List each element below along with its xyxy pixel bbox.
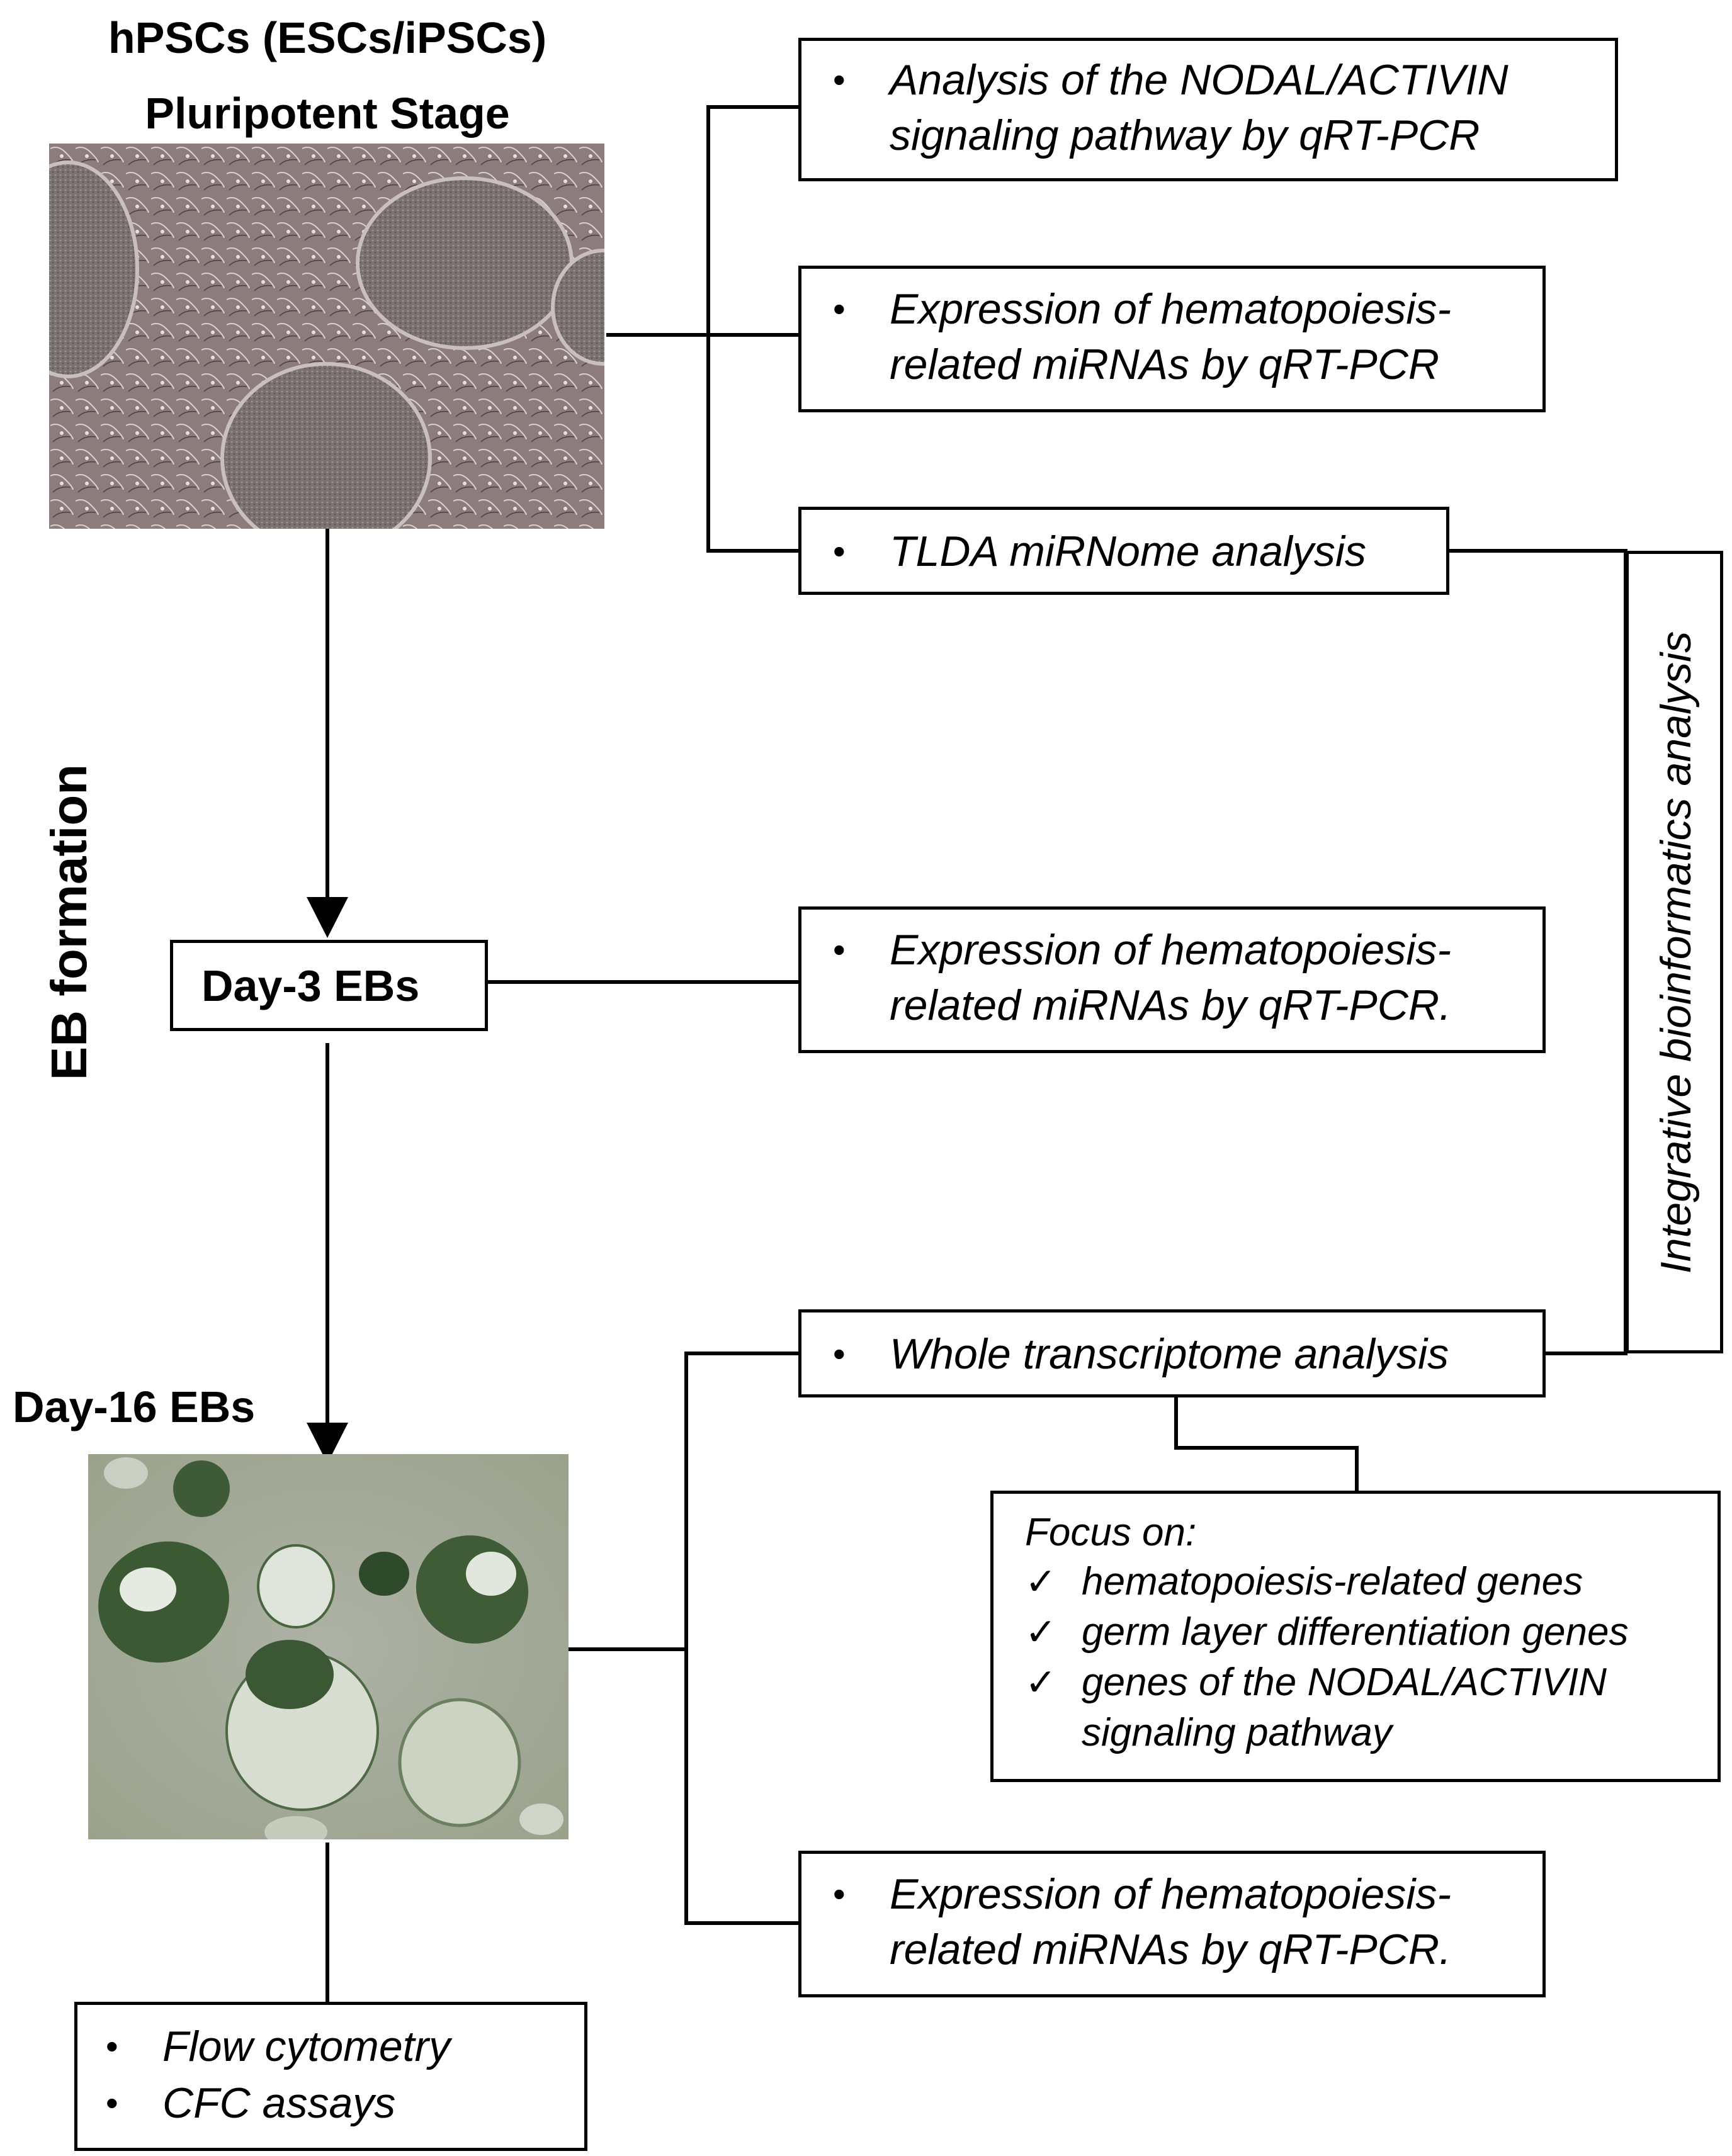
mirna-pluripotent-line-1: Expression of hematopoiesis- bbox=[890, 285, 1452, 333]
arrowhead-1 bbox=[307, 897, 348, 938]
tlda-box: • TLDA miRNome analysis bbox=[798, 507, 1449, 595]
nodal-analysis-line-1: Analysis of the NODAL/ACTIVIN bbox=[890, 56, 1508, 104]
mirna-day16-box: • Expression of hematopoiesis- related m… bbox=[798, 1851, 1546, 1997]
nodal-analysis-box: • Analysis of the NODAL/ACTIVIN signalin… bbox=[798, 38, 1618, 181]
focus-item-2: germ layer differentiation genes bbox=[1082, 1610, 1629, 1654]
mirna-day16-line-2: related miRNAs by qRT-PCR. bbox=[890, 1926, 1451, 1973]
bullet: • bbox=[106, 2083, 118, 2123]
check-icon: ✓ bbox=[1025, 1561, 1057, 1603]
flow-cfc-box: • Flow cytometry • CFC assays bbox=[74, 2002, 587, 2151]
focus-item-3: genes of the NODAL/ACTIVIN bbox=[1082, 1661, 1607, 1704]
day3-ebs-label: Day-3 EBs bbox=[201, 961, 420, 1010]
bullet: • bbox=[833, 289, 846, 329]
bullet: • bbox=[833, 60, 846, 99]
bullet: • bbox=[833, 531, 846, 571]
bullet: • bbox=[106, 2026, 118, 2066]
transcriptome-box: • Whole transcriptome analysis bbox=[798, 1309, 1546, 1397]
focus-box: Focus on: ✓ hematopoiesis-related genes … bbox=[990, 1491, 1721, 1782]
eb-formation-label: EB formation bbox=[41, 764, 97, 1081]
bullet: • bbox=[833, 1334, 846, 1374]
mirna-day3-line-1: Expression of hematopoiesis- bbox=[890, 926, 1452, 974]
day16-micrograph bbox=[88, 1454, 569, 1839]
tlda-label: TLDA miRNome analysis bbox=[890, 528, 1366, 575]
check-icon: ✓ bbox=[1025, 1611, 1057, 1653]
arrowhead-2 bbox=[307, 1423, 348, 1464]
focus-item-1: hematopoiesis-related genes bbox=[1082, 1560, 1583, 1603]
stage-title-pluripotent: Pluripotent Stage bbox=[145, 89, 510, 138]
mirna-day16-line-1: Expression of hematopoiesis- bbox=[890, 1870, 1452, 1918]
bullet: • bbox=[833, 930, 846, 969]
bullet: • bbox=[833, 1874, 846, 1914]
mirna-pluripotent-line-2: related miRNAs by qRT-PCR bbox=[890, 341, 1439, 388]
check-icon: ✓ bbox=[1025, 1661, 1057, 1703]
stage-title-hpsc: hPSCs (ESCs/iPSCs) bbox=[108, 13, 547, 62]
mirna-day3-line-2: related miRNAs by qRT-PCR. bbox=[890, 981, 1451, 1029]
nodal-analysis-line-2: signaling pathway by qRT-PCR bbox=[890, 111, 1480, 159]
integrative-analysis-label: Integrative bioinformatics analysis bbox=[1652, 631, 1700, 1274]
stage-title-day16: Day-16 EBs bbox=[13, 1382, 256, 1431]
flow-cytometry-label: Flow cytometry bbox=[162, 2023, 451, 2070]
pluripotent-micrograph bbox=[49, 144, 604, 529]
mirna-day3-box: • Expression of hematopoiesis- related m… bbox=[798, 906, 1546, 1053]
focus-item-3-continuation: signaling pathway bbox=[1082, 1711, 1392, 1754]
day3-ebs-box: Day-3 EBs bbox=[170, 940, 488, 1031]
transcriptome-label: Whole transcriptome analysis bbox=[890, 1330, 1449, 1378]
focus-heading: Focus on: bbox=[1025, 1511, 1197, 1554]
cfc-assays-label: CFC assays bbox=[162, 2079, 396, 2127]
integrative-analysis-box bbox=[1626, 551, 1723, 1353]
mirna-pluripotent-box: • Expression of hematopoiesis- related m… bbox=[798, 266, 1546, 412]
